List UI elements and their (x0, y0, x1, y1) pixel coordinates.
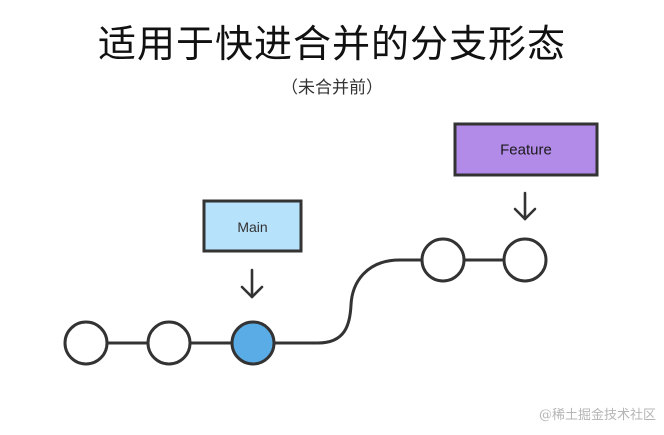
feature-arrow-icon (513, 191, 537, 221)
commit-node-main-head (230, 320, 276, 366)
watermark-text: @稀土掘金技术社区 (538, 408, 656, 423)
commit-node (63, 320, 109, 366)
main-branch-box (202, 199, 303, 253)
feature-branch-label: Feature (500, 142, 552, 159)
main-arrow-icon (240, 268, 264, 299)
edge-c3-c4-curve (274, 258, 421, 345)
commit-node (146, 320, 192, 366)
commit-node (420, 237, 466, 283)
commit-node-feature-head (502, 237, 548, 283)
feature-branch-box (453, 122, 599, 177)
diagram-title: 适用于快进合并的分支形态 (97, 22, 566, 66)
main-branch-label: Main (237, 219, 267, 235)
diagram-subtitle: （未合并前） (281, 78, 383, 98)
